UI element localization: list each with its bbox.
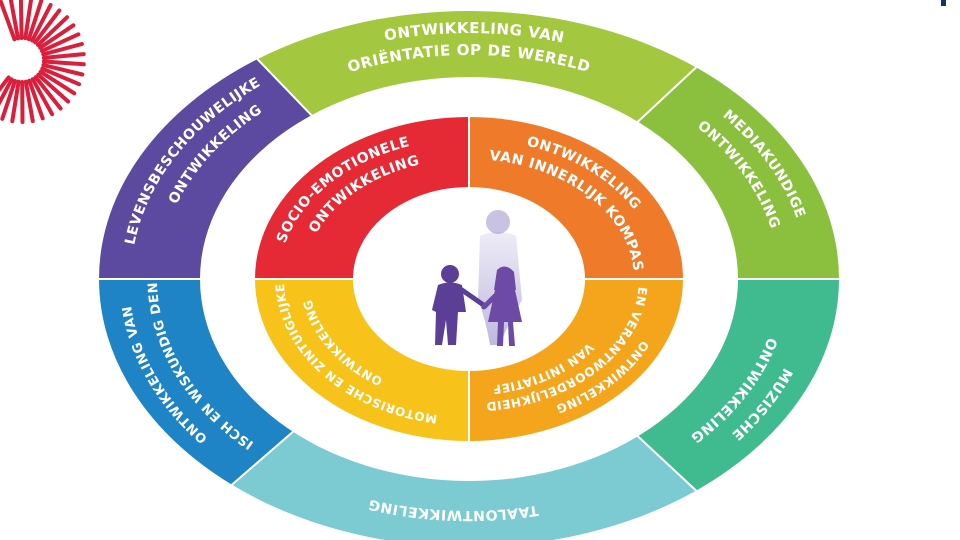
- center-circle: [353, 187, 585, 371]
- corner-bar-icon: [941, 0, 946, 6]
- sunburst-logo-icon: [0, 0, 84, 122]
